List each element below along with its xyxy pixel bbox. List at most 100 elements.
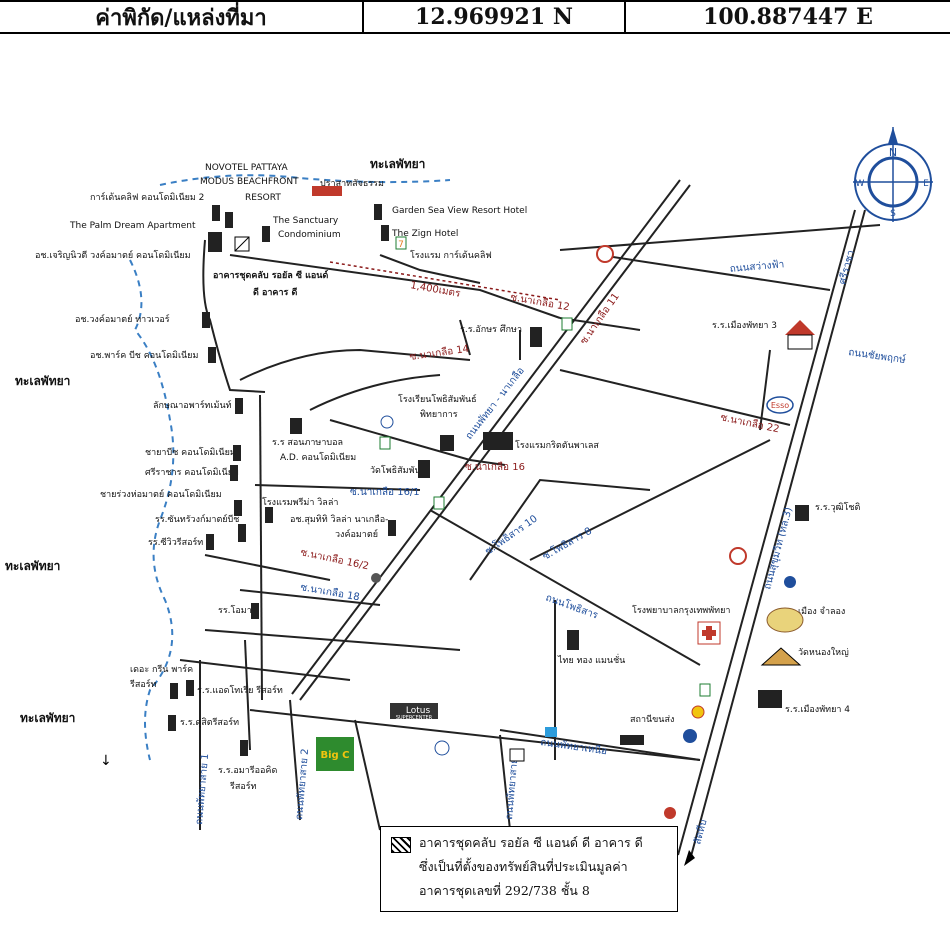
building-icon (186, 680, 194, 696)
compass-e: E (923, 179, 929, 189)
building-icon (168, 715, 176, 731)
building-icon (483, 432, 513, 450)
building-icon (290, 418, 302, 434)
subject-hatch-swatch (391, 837, 411, 853)
place-label: ศรีราชาร คอนโดมิเนียม (145, 467, 239, 478)
building-icon (208, 232, 222, 252)
landmark-icon (434, 740, 450, 756)
svg-text:7: 7 (398, 240, 404, 250)
building-icon (265, 507, 273, 523)
building-icon (238, 524, 246, 542)
road-chaiyaphruek: ถนนชัยพฤกษ์ (848, 346, 907, 366)
building-icon (381, 225, 389, 241)
road-pattaya-nuea: ถนนพัทยาเหนือ (540, 736, 608, 757)
place-label: ร.ร.ดุสิตรีสอร์ท (180, 716, 239, 728)
place-label: เดอะ กรีน พาร์ค (130, 663, 193, 675)
road-pattaya-2: ถนนพัทยาสาย 2 (294, 748, 311, 820)
subject-property-label: อาคารชุดคลับ รอยัล ซี แอนด์ (213, 269, 328, 281)
place-label: รร.โอมา (218, 605, 252, 616)
road-pattaya-1: ถนนพัทยาสาย 1 (194, 753, 211, 825)
place-label: โรงเรียนโพธิสัมพันธ์ (398, 393, 477, 405)
building-icon (530, 327, 542, 347)
sea-label: ทะเลพัทยา (20, 711, 75, 725)
compass-s: S (890, 209, 896, 219)
building-icons (168, 204, 809, 756)
building-icon (251, 603, 259, 619)
place-label: NOVOTEL PATTAYA (205, 163, 289, 173)
compass-w: W (856, 179, 865, 189)
esso-icon (766, 396, 794, 414)
building-icon (795, 505, 809, 521)
place-label: อช.วงค์อมาตย์ ทาวเวอร์ (75, 313, 170, 325)
landmark-icon (371, 573, 381, 583)
lotus-supercenter-logo (390, 703, 438, 719)
place-label: รีสอร์ท (230, 780, 257, 792)
bigc-logo (316, 737, 354, 771)
place-label: MODUS BEACHFRONT (200, 177, 299, 187)
school-icon (785, 320, 815, 335)
road-sawang-fa: ถนนสว่างฟ้า (729, 258, 784, 275)
place-label: Garden Sea View Resort Hotel (392, 206, 527, 216)
place-label: ร.ร.แอดโทเรีย รีสอร์ท (197, 684, 283, 696)
road-sattahip: สัตหีบ (691, 818, 709, 846)
building-icon (262, 226, 270, 242)
sea-label: ทะเลพัทยา (370, 157, 425, 171)
building-icon (388, 520, 396, 536)
sea-label: ทะเลพัทยา (5, 559, 60, 573)
road-naklua-16-2: ซ.นาเกลือ 16/2 (299, 546, 370, 572)
place-label: วัดโพธิสัมพันธ์ (370, 464, 426, 476)
building-icon (233, 445, 241, 461)
bank-icon (596, 245, 614, 263)
place-label: ปราสาทสัจธรรม (320, 179, 384, 189)
place-label: การ์เด้นคลิฟ คอนโดมิเนียม 2 (90, 191, 204, 203)
mini-siam-icon (766, 607, 804, 633)
place-label: สถานีขนส่ง (630, 714, 674, 725)
map-legend: อาคารชุดคลับ รอยัล ซี แอนด์ ดี อาคาร ดี … (380, 826, 678, 912)
svg-text:Lotus: Lotus (406, 706, 431, 716)
place-label: RESORT (245, 193, 281, 203)
place-label: รร.ซีวิวรีสอร์ท (148, 536, 203, 548)
building-icon (202, 312, 210, 328)
place-label: A.D. คอนโดมิเนียม (280, 452, 356, 463)
place-label: The Zign Hotel (391, 229, 458, 239)
svg-text:Esso: Esso (771, 401, 789, 410)
place-label: ชายร่วงห่อมาตย์ คอนโดมิเนียม (100, 488, 222, 500)
road-phothisan: ถนนโพธิสาร (544, 591, 601, 622)
building-icon (758, 690, 782, 708)
place-label: Condominium (278, 230, 341, 240)
place-label: ร.ร.อมารีออคิด (218, 765, 277, 776)
building-icon (212, 205, 220, 221)
place-label: ร.ร.เมืองพัทยา 4 (785, 704, 850, 715)
bank-icon (729, 547, 747, 565)
road-phothisan-10: ซ.โพธิสาร 10 (482, 512, 539, 558)
road-naklua-11: ซ.นาเกลือ 11 (578, 291, 622, 347)
place-label: ร.ร สอนภาษาบอล (272, 438, 343, 448)
building-icon (230, 465, 238, 481)
building-icon (620, 735, 644, 745)
building-icon (208, 347, 216, 363)
building-icon (235, 398, 243, 414)
coastline (129, 174, 451, 761)
legend-line-3: อาคารชุดเลขที่ 292/738 ชั้น 8 (419, 883, 590, 898)
place-label: ไทย ทอง แมนชั่น (557, 653, 625, 666)
place-label: อช.พาร์ค บีช คอนโดมิเนียม (90, 349, 198, 361)
landmark-icon (509, 748, 525, 762)
place-label: โรงแรมพรีม่า วิลล่า (262, 497, 338, 508)
place-label: ร.ร.เมืองพัทยา 3 (712, 320, 777, 331)
place-label: อช.เจริญนิวตี วงค์อมาตย์ คอนโดมิเนียม (35, 249, 191, 261)
place-label: พิทยาการ (420, 409, 458, 420)
road-naklua-16: ซ.นาเกลือ 16 (465, 461, 525, 473)
place-label: เมือง จำลอง (798, 606, 845, 617)
place-label: ร.ร.อักษร ศึกษา (460, 324, 522, 335)
sea-label: ทะเลพัทยา (15, 374, 70, 388)
place-label: รร.ซันทรัวงก์มาตย์บีช (155, 513, 239, 525)
gas-station-icon (664, 807, 676, 819)
place-label: โรงพยาบาลกรุงเทพพัทยา (632, 605, 730, 616)
road-phothisan-8: ซ.โพธิสาร 8 (540, 524, 594, 563)
place-label: โรงแรม การ์เด้นคลิฟ (410, 249, 492, 261)
building-icon (170, 683, 178, 699)
place-label: The Palm Dream Apartment (69, 221, 196, 231)
location-map: 1,400เมตร ถนนสุขุมวิท (ทล.3) ศรีราชา สัต… (5, 127, 933, 866)
building-icon (234, 500, 242, 516)
gas-station-icon (683, 729, 697, 743)
